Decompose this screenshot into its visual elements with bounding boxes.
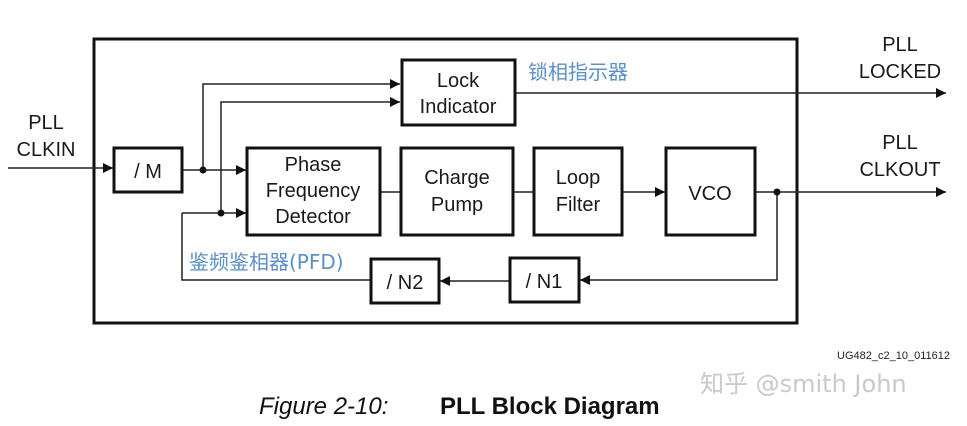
clkin-label-line2: CLKIN [17, 139, 76, 161]
figure-reference-id: UG482_c2_10_011612 [837, 350, 950, 362]
caption-figure-number: Figure 2-10: [259, 393, 388, 420]
block-n2-divider: / N2 [369, 257, 441, 305]
signal-wires [8, 79, 946, 286]
charge-pump-label-line2: Pump [431, 194, 483, 216]
block-lock-indicator: Lock Indicator [400, 58, 517, 127]
loop-filter-label-line2: Filter [556, 194, 601, 216]
pfd-label-line3: Detector [275, 206, 351, 228]
block-m-divider: / M [112, 146, 184, 194]
pfd-label-line1: Phase [285, 154, 342, 176]
n2-label: / N2 [387, 272, 424, 294]
pfd-annotation: 鉴频鉴相器(PFD) [189, 250, 344, 274]
caption-title: PLL Block Diagram [440, 393, 660, 420]
block-charge-pump: Charge Pump [399, 146, 515, 237]
block-vco: VCO [664, 146, 757, 237]
block-n1-divider: / N1 [508, 256, 581, 304]
wire-vco-to-n1 [580, 192, 778, 285]
pll-boundary-frame [92, 37, 799, 325]
wire-m-to-lock [202, 79, 400, 170]
wire-n2-feedback [181, 213, 370, 281]
vco-label: VCO [688, 183, 731, 205]
junction-dot [773, 188, 781, 196]
clkout-label-line1: PLL [882, 132, 918, 154]
lock-indicator-label-line1: Lock [437, 70, 480, 92]
block-loop-filter: Loop Filter [532, 146, 624, 237]
lock-indicator-label-line2: Indicator [420, 96, 497, 118]
charge-pump-label-line1: Charge [424, 167, 490, 189]
lock-indicator-annotation: 锁相指示器 [528, 60, 628, 84]
watermark: 知乎 @smith John [700, 370, 907, 398]
wire-fb-to-lock [220, 97, 400, 213]
block-pfd: Phase Frequency Detector [245, 146, 382, 237]
block-m-label: / M [134, 161, 162, 183]
clkout-label-line2: CLKOUT [859, 159, 940, 181]
locked-label-line2: LOCKED [859, 61, 941, 83]
pfd-label-line2: Frequency [266, 180, 361, 202]
clkin-label-line1: PLL [28, 112, 64, 134]
junction-dot [217, 209, 225, 217]
junction-dot [199, 166, 207, 174]
n1-label: / N1 [526, 271, 563, 293]
locked-label-line1: PLL [882, 34, 918, 56]
loop-filter-label-line1: Loop [556, 167, 601, 189]
